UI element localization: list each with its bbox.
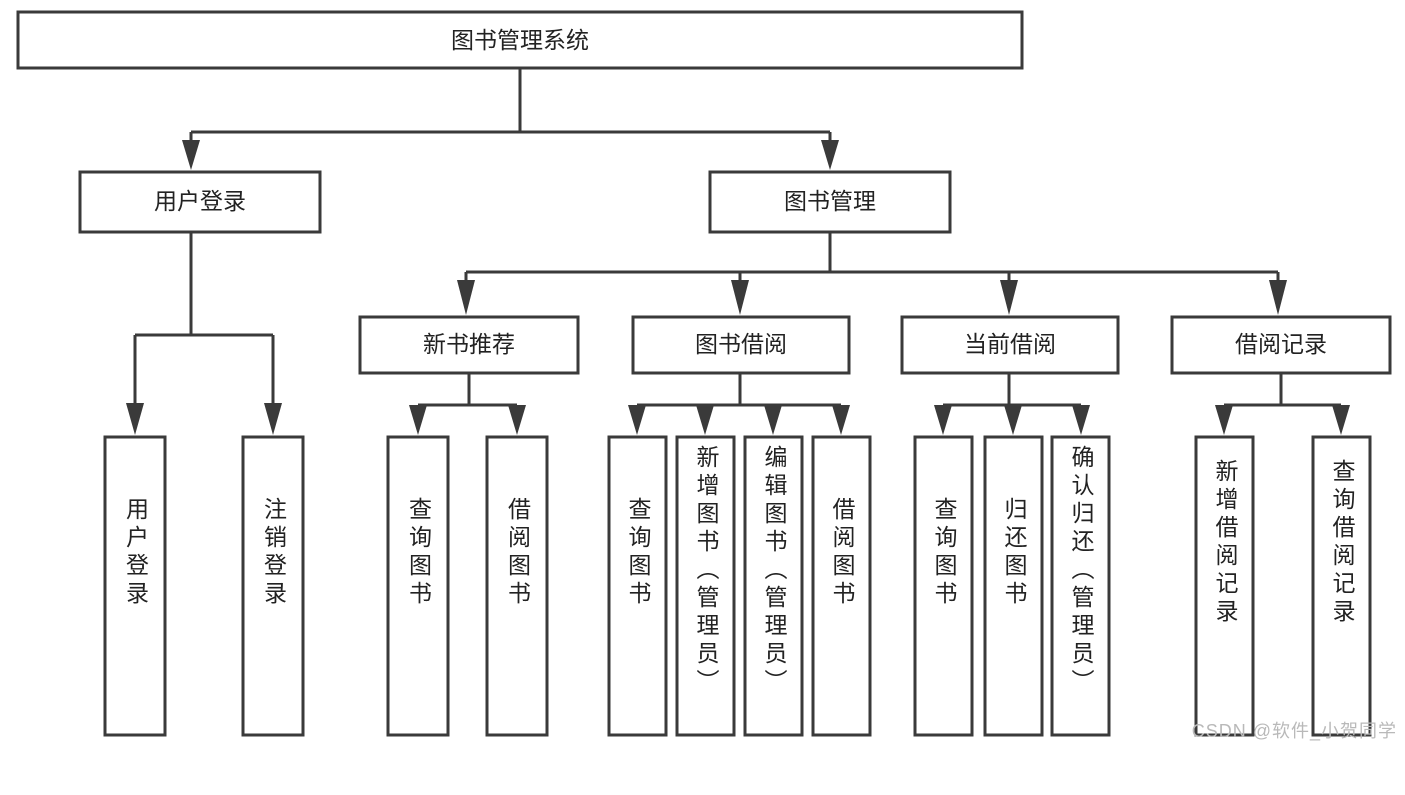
connector-group-records <box>1215 373 1350 435</box>
node-book-management-box[interactable] <box>708 170 952 234</box>
node-current-borrow[interactable]: 当前借阅 <box>900 315 1120 375</box>
connector-group-root <box>182 68 839 170</box>
arrow-head-root-to-user-login <box>182 140 200 170</box>
node-book-management-label: 图书管理 <box>784 188 876 214</box>
arrow-head-borrow-to-leaf1 <box>628 405 646 435</box>
node-borrow-records-label: 借阅记录 <box>1235 331 1327 357</box>
connector-group-user-login <box>126 232 282 435</box>
arrow-head-records-to-leaf2 <box>1332 405 1350 435</box>
leaf-box-borrow-book[interactable] <box>811 435 872 737</box>
arrow-head-book-mgmt-to-records <box>1269 280 1287 315</box>
connector-group-book-mgmt <box>457 232 1287 315</box>
arrow-head-new-books-to-leaf2 <box>508 405 526 435</box>
connector-group-borrow <box>628 373 850 435</box>
arrow-head-borrow-to-leaf3 <box>764 405 782 435</box>
diagram-svg: 图书管理系统 用户登录 图书管理 新书推荐 图书借阅 当前借阅 借阅记录 <box>16 10 1392 737</box>
arrow-head-current-to-leaf2 <box>1004 405 1022 435</box>
leaf-box-user-login[interactable] <box>103 435 167 737</box>
arrow-head-book-mgmt-to-new-books <box>457 280 475 315</box>
leaf-box-add-borrow-record[interactable] <box>1194 435 1255 737</box>
leaf-box-query-borrow-record[interactable] <box>1311 435 1372 737</box>
arrow-head-book-mgmt-to-current <box>1000 280 1018 315</box>
node-root-box[interactable] <box>16 10 1024 70</box>
csdn-watermark: CSDN @软件_小贺同学 <box>1191 721 1397 741</box>
diagram-canvas: 图书管理系统 用户登录 图书管理 新书推荐 图书借阅 当前借阅 借阅记录 <box>16 10 1397 741</box>
leaf-box-borrow-book-recommend[interactable] <box>485 435 549 737</box>
leaf-box-add-book-admin[interactable] <box>675 435 736 737</box>
node-new-book-recommend[interactable]: 新书推荐 <box>358 315 580 375</box>
arrow-head-records-to-leaf1 <box>1215 405 1233 435</box>
node-book-borrow-label: 图书借阅 <box>695 331 787 357</box>
node-new-book-recommend-box[interactable] <box>358 315 580 375</box>
arrow-head-user-login-to-leaf2 <box>264 403 282 435</box>
connector-group-new-books <box>409 373 526 435</box>
arrow-head-borrow-to-leaf2 <box>696 405 714 435</box>
leaf-box-confirm-return-admin[interactable] <box>1050 435 1111 737</box>
leaf-boxes-group <box>103 435 1372 737</box>
arrow-head-current-to-leaf3 <box>1072 405 1090 435</box>
leaf-box-return-book[interactable] <box>983 435 1044 737</box>
node-user-login[interactable]: 用户登录 <box>78 170 322 234</box>
node-user-login-box[interactable] <box>78 170 322 234</box>
node-current-borrow-box[interactable] <box>900 315 1120 375</box>
leaf-box-query-book-borrow[interactable] <box>607 435 668 737</box>
node-book-borrow-box[interactable] <box>631 315 851 375</box>
node-new-book-recommend-label: 新书推荐 <box>423 331 515 357</box>
arrow-head-user-login-to-leaf1 <box>126 403 144 435</box>
leaf-box-query-book-recommend[interactable] <box>386 435 450 737</box>
node-root-label: 图书管理系统 <box>451 27 589 53</box>
leaf-box-edit-book-admin[interactable] <box>743 435 804 737</box>
arrow-head-book-mgmt-to-borrow <box>731 280 749 315</box>
node-current-borrow-label: 当前借阅 <box>964 331 1056 357</box>
node-borrow-records[interactable]: 借阅记录 <box>1170 315 1392 375</box>
leaf-box-query-book-current[interactable] <box>913 435 974 737</box>
node-book-management[interactable]: 图书管理 <box>708 170 952 234</box>
leaf-box-logout[interactable] <box>241 435 305 737</box>
node-user-login-label: 用户登录 <box>154 188 246 214</box>
node-book-borrow[interactable]: 图书借阅 <box>631 315 851 375</box>
node-root[interactable]: 图书管理系统 <box>16 10 1024 70</box>
arrow-head-root-to-book-mgmt <box>821 140 839 170</box>
connector-group-current <box>934 373 1090 435</box>
arrow-head-current-to-leaf1 <box>934 405 952 435</box>
arrow-head-borrow-to-leaf4 <box>832 405 850 435</box>
node-borrow-records-box[interactable] <box>1170 315 1392 375</box>
arrow-head-new-books-to-leaf1 <box>409 405 427 435</box>
